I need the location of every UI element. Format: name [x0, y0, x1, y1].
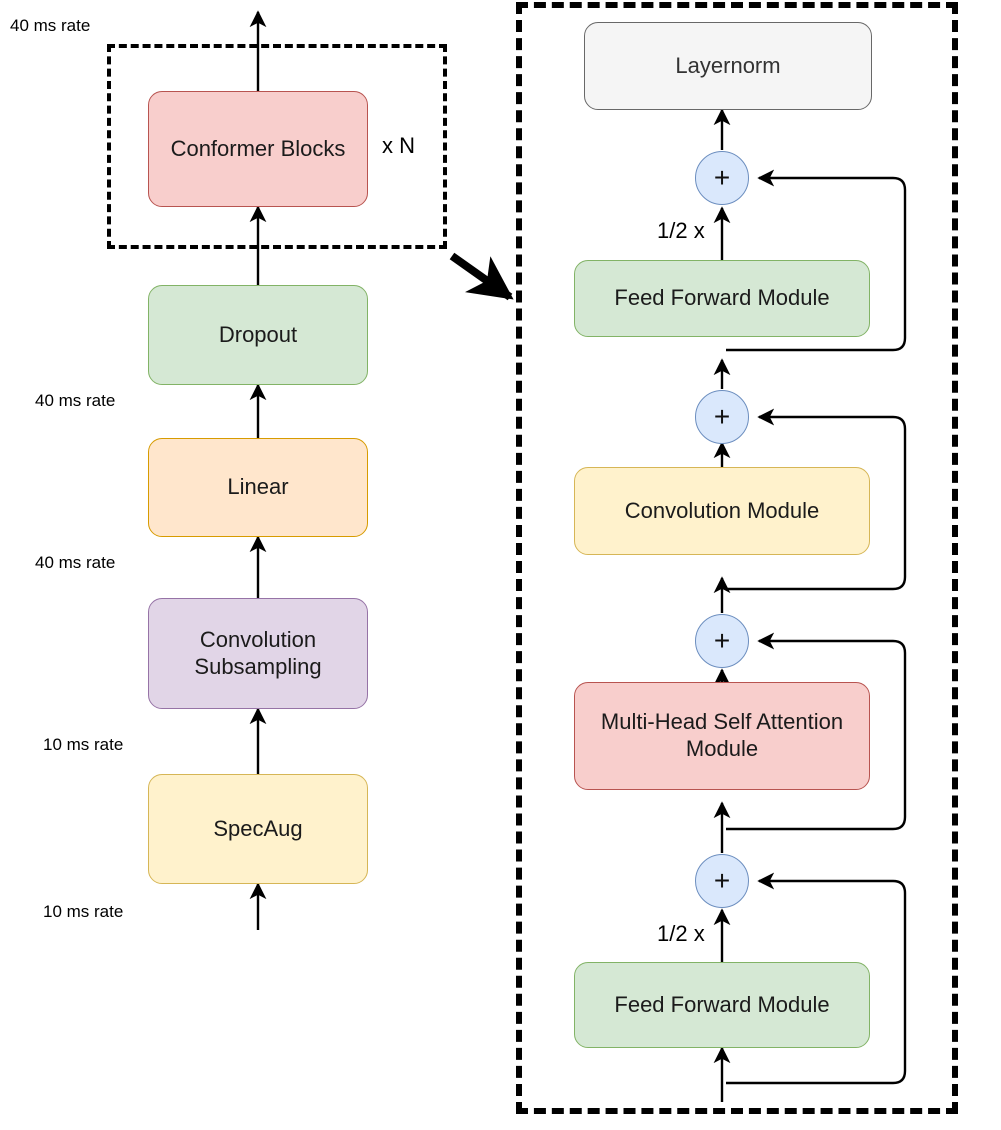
node-linear[interactable]: Linear [148, 438, 368, 537]
residual-connections [726, 169, 907, 1085]
expand-arrow [449, 252, 514, 301]
conformer-blocks-repeat-label: x N [382, 133, 415, 158]
conformer-blocks-dashed-container [107, 44, 447, 249]
adder-top[interactable]: + [695, 151, 749, 205]
scale-label-top: 1/2 x [657, 218, 705, 243]
node-feed-forward-module-bottom[interactable]: Feed Forward Module [574, 962, 870, 1048]
node-layernorm[interactable]: Layernorm [584, 22, 872, 110]
adder-convolution[interactable]: + [695, 390, 749, 444]
node-dropout[interactable]: Dropout [148, 285, 368, 385]
rate-label-input: 10 ms rate [43, 902, 124, 921]
node-convolution-subsampling[interactable]: Convolution Subsampling [148, 598, 368, 709]
node-feed-forward-module-top[interactable]: Feed Forward Module [574, 260, 870, 337]
rate-label-dropout-input: 40 ms rate [35, 391, 116, 410]
node-specaug[interactable]: SpecAug [148, 774, 368, 884]
rate-label-linear-input: 40 ms rate [35, 553, 116, 572]
adder-multi-head-self-attention[interactable]: + [695, 614, 749, 668]
conformer-block-dashed-container [516, 2, 958, 1114]
rate-label-top: 40 ms rate [10, 16, 91, 35]
node-conformer-blocks[interactable]: Conformer Blocks [148, 91, 368, 207]
node-convolution-module[interactable]: Convolution Module [574, 467, 870, 555]
adder-bottom[interactable]: + [695, 854, 749, 908]
scale-label-bottom: 1/2 x [657, 921, 705, 946]
node-multi-head-self-attention-module[interactable]: Multi-Head Self Attention Module [574, 682, 870, 790]
rate-label-subsampling-input: 10 ms rate [43, 735, 124, 754]
